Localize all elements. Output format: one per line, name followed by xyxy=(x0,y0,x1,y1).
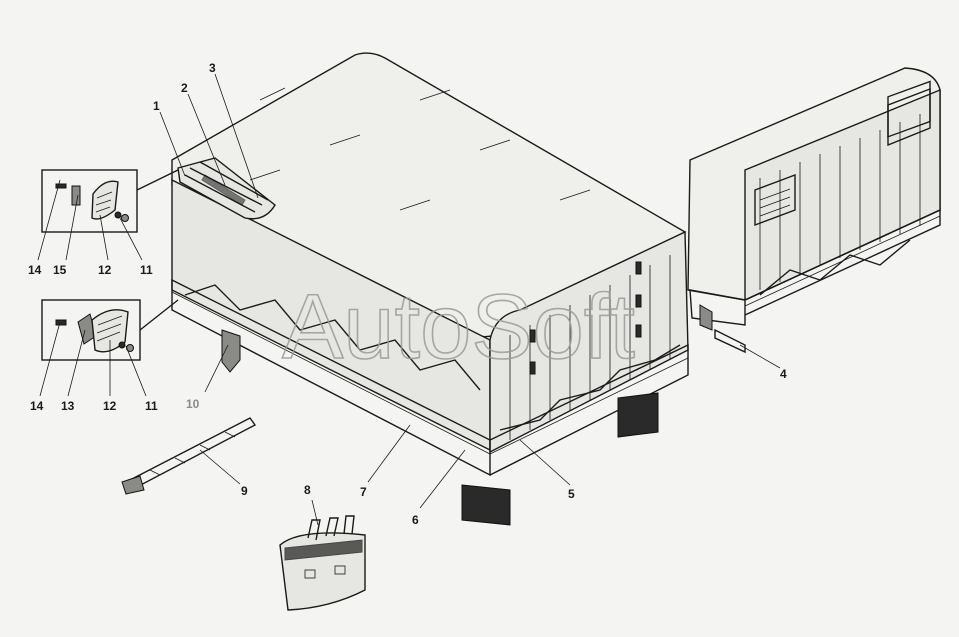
callout-1: 1 xyxy=(153,99,160,113)
strap-part xyxy=(121,417,257,495)
callout-7: 7 xyxy=(360,485,367,499)
watermark-text: AutoSoft xyxy=(282,276,635,378)
inset-box-upper xyxy=(41,169,179,233)
callout-labels: 1 2 3 4 5 6 7 8 9 10 11 12 15 14 11 12 1… xyxy=(28,61,787,527)
mud-flap-left xyxy=(461,484,511,526)
callout-5: 5 xyxy=(568,487,575,501)
callout-8: 8 xyxy=(304,483,311,497)
leader-lines xyxy=(37,73,781,526)
trailer-tarp xyxy=(687,67,941,354)
callout-9: 9 xyxy=(241,484,248,498)
inset-box-lower xyxy=(41,299,179,361)
callout-4: 4 xyxy=(780,367,787,381)
callout-3: 3 xyxy=(209,61,216,75)
main-body-tarp xyxy=(171,52,689,454)
callout-14-upper: 14 xyxy=(28,263,42,277)
callout-11-upper: 11 xyxy=(140,263,153,277)
flap-panel-part xyxy=(279,515,366,611)
callout-14-lower: 14 xyxy=(30,399,44,413)
callout-12-lower: 12 xyxy=(103,399,117,413)
callout-12-upper: 12 xyxy=(98,263,112,277)
callout-11-lower: 11 xyxy=(145,399,158,413)
platform-frame xyxy=(171,278,689,526)
roof-opening-detail xyxy=(177,157,276,220)
callout-2: 2 xyxy=(181,81,188,95)
callout-10: 10 xyxy=(186,397,200,411)
callout-13: 13 xyxy=(61,399,75,413)
callout-15: 15 xyxy=(53,263,67,277)
callout-6: 6 xyxy=(412,513,419,527)
mud-flap-right xyxy=(617,392,659,438)
